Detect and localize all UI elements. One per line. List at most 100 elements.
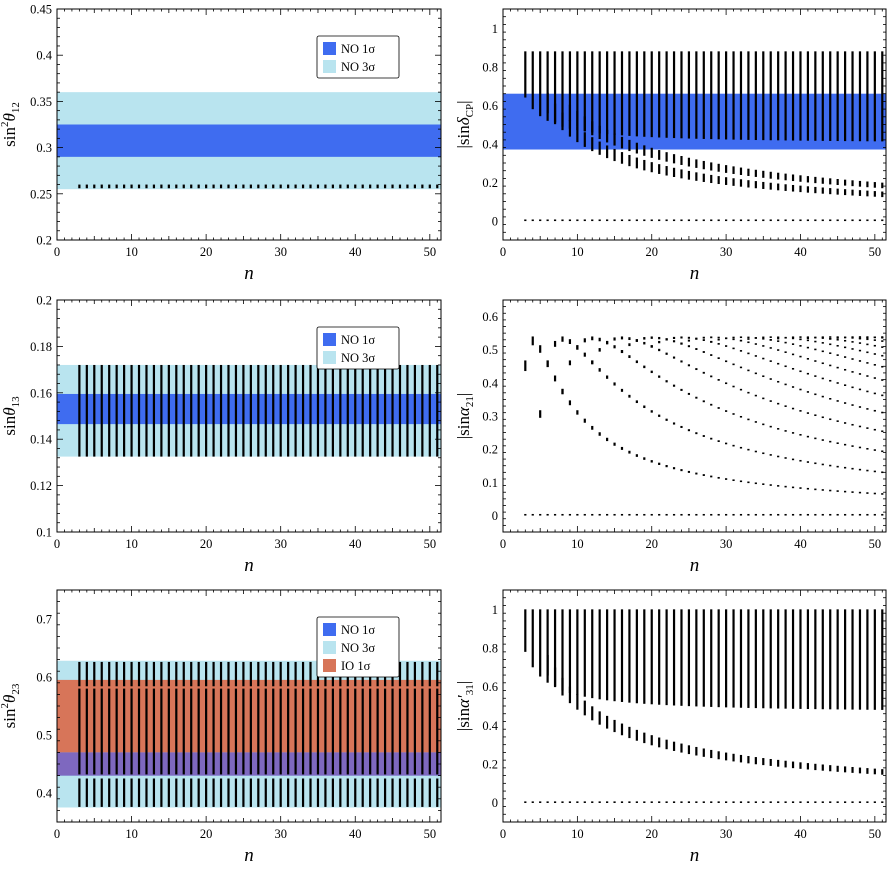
data-point — [762, 758, 765, 766]
data-point — [881, 471, 884, 474]
data-point — [851, 348, 854, 350]
data-point — [806, 763, 810, 770]
data-point — [881, 394, 884, 397]
data-point — [421, 184, 424, 189]
data-point — [635, 513, 638, 516]
data-point — [806, 176, 810, 183]
data-point — [858, 190, 862, 196]
data-point — [354, 778, 357, 807]
data-point — [851, 609, 854, 710]
data-point — [851, 513, 854, 516]
legend-label: NO 3σ — [341, 60, 375, 74]
data-point — [687, 513, 691, 516]
data-point — [115, 661, 118, 687]
data-point — [762, 423, 765, 426]
data-point — [539, 410, 542, 418]
data-point — [799, 487, 802, 489]
data-point — [598, 432, 601, 436]
data-point — [732, 347, 735, 350]
data-point — [635, 801, 638, 803]
data-point — [769, 171, 772, 179]
data-point — [836, 490, 839, 492]
data-point — [732, 178, 735, 186]
data-point — [598, 609, 601, 700]
data-point — [524, 219, 527, 222]
data-point — [316, 364, 320, 457]
data-point — [361, 364, 364, 457]
data-point — [858, 337, 862, 340]
data-point — [799, 185, 802, 193]
legend-label: NO 3σ — [341, 351, 375, 365]
data-point — [769, 182, 772, 190]
data-point — [829, 219, 832, 222]
data-point — [100, 184, 103, 189]
data-point — [717, 51, 720, 140]
data-point — [553, 51, 557, 125]
data-point — [546, 51, 549, 121]
data-point — [732, 363, 735, 366]
data-point — [866, 390, 869, 393]
data-point — [628, 51, 631, 136]
data-point — [873, 470, 876, 473]
y-label-suffix: | — [454, 100, 473, 103]
data-point — [710, 174, 713, 184]
y-label-symbol: α′ — [454, 695, 473, 708]
x-axis-label: n — [690, 555, 700, 576]
data-point — [613, 609, 616, 702]
data-point — [383, 688, 387, 775]
data-point — [851, 341, 854, 343]
data-point — [754, 343, 757, 345]
data-point — [561, 513, 564, 516]
data-point — [784, 513, 787, 516]
data-point — [591, 801, 594, 803]
data-point — [881, 769, 884, 775]
data-point — [695, 337, 698, 340]
data-point — [137, 688, 141, 775]
data-point — [257, 184, 260, 189]
data-point — [725, 752, 728, 761]
data-point — [287, 661, 290, 687]
data-point — [606, 513, 609, 516]
data-point — [591, 609, 594, 699]
x-tick-label: 50 — [424, 537, 437, 551]
data-point — [717, 407, 720, 409]
data-point — [279, 364, 282, 457]
data-point — [717, 338, 720, 341]
data-point — [413, 688, 417, 775]
data-point — [152, 184, 156, 189]
data-point — [643, 609, 646, 704]
data-point — [591, 137, 594, 152]
x-tick-label: 30 — [274, 827, 287, 841]
data-point — [524, 360, 527, 372]
data-point — [613, 345, 616, 349]
data-point — [806, 513, 810, 516]
data-point — [78, 661, 81, 687]
data-point — [598, 801, 601, 803]
data-point — [866, 609, 869, 710]
data-point — [821, 513, 824, 516]
data-point — [406, 364, 409, 457]
data-point — [829, 440, 832, 443]
data-point — [219, 688, 223, 775]
data-point — [309, 184, 312, 189]
data-point — [606, 609, 609, 701]
data-point — [769, 347, 772, 349]
data-point — [829, 609, 832, 710]
data-point — [665, 801, 668, 803]
data-point — [680, 169, 683, 179]
data-point — [346, 364, 349, 457]
data-point — [428, 184, 431, 189]
data-point — [346, 184, 349, 189]
data-point — [287, 688, 290, 775]
data-point — [695, 348, 698, 350]
data-point — [130, 661, 133, 687]
data-point — [791, 407, 795, 410]
data-point — [324, 364, 327, 457]
data-point — [680, 156, 683, 165]
data-point — [606, 145, 609, 159]
y-tick-label: 1 — [492, 22, 498, 36]
data-point — [739, 446, 743, 449]
data-point — [264, 778, 267, 807]
data-point — [747, 418, 750, 421]
data-point — [843, 356, 847, 358]
